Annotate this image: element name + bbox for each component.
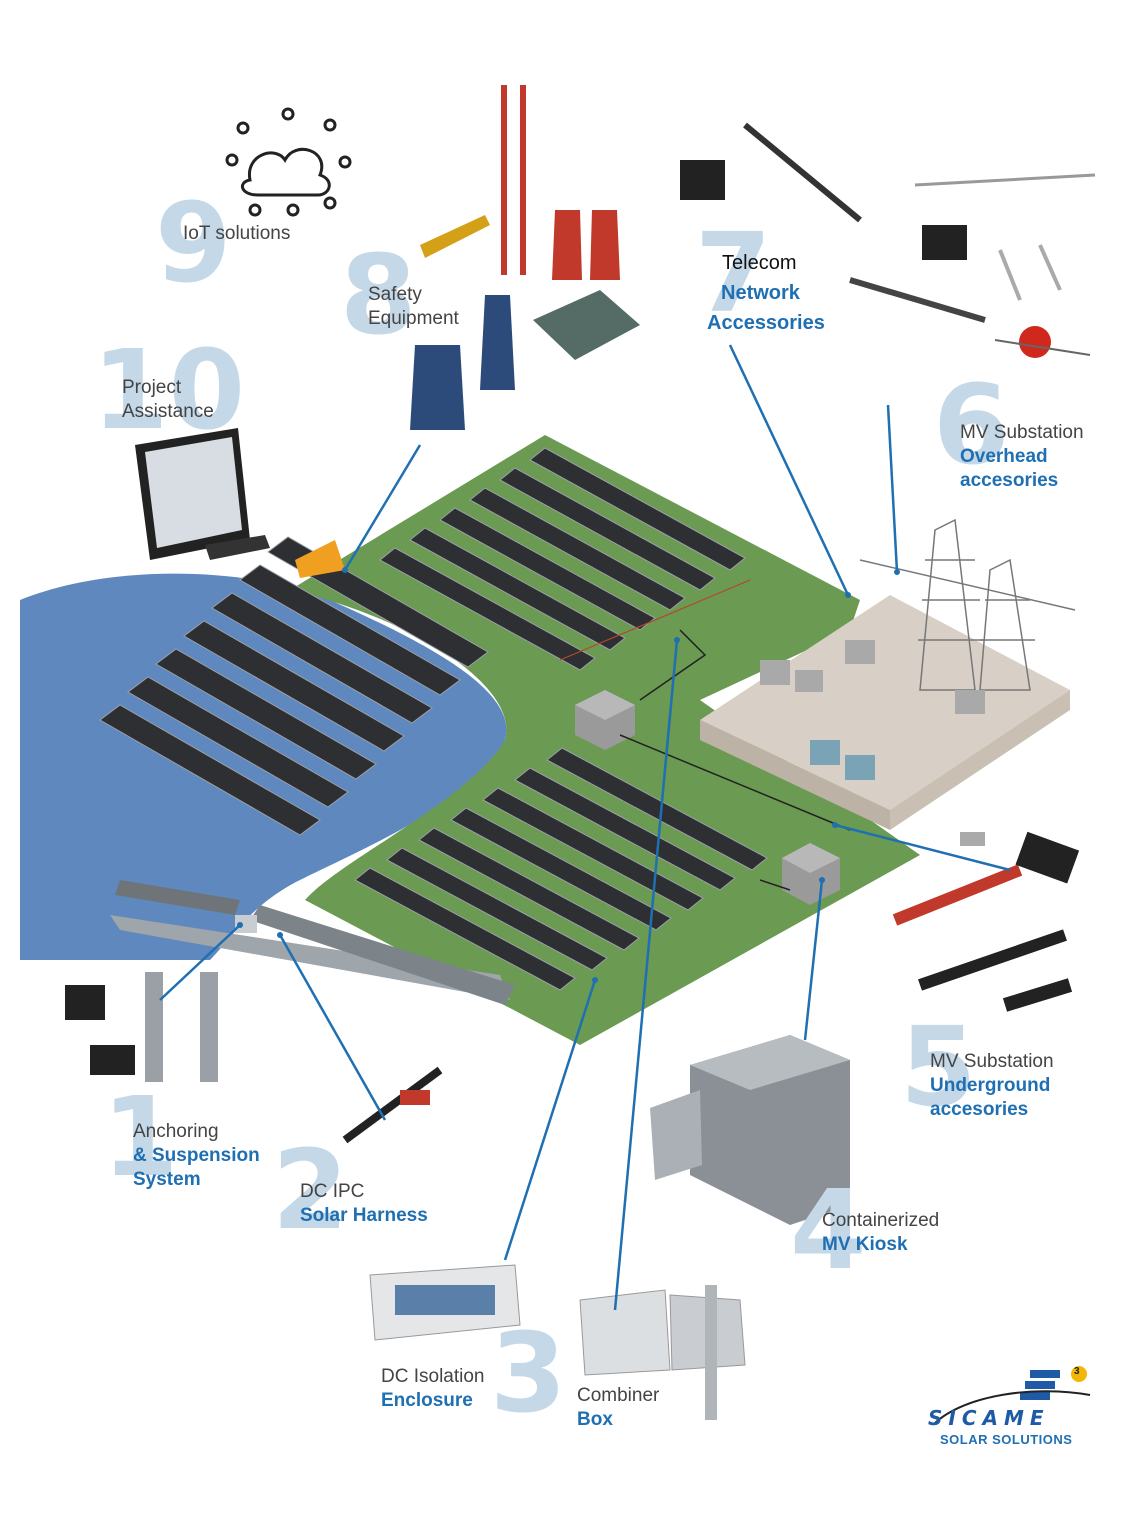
harness-illustration xyxy=(342,1066,443,1144)
floating-panel-row xyxy=(183,620,405,752)
number-9: 9 xyxy=(155,179,232,307)
label-mv-underground: MV Substation Underground accesories xyxy=(930,1051,1054,1120)
panel-row-lower xyxy=(546,747,768,871)
label-telecom: Telecom Network Accessories xyxy=(707,252,825,334)
label-dc-isolation: DC Isolation Enclosure xyxy=(381,1366,485,1411)
floating-panel-row xyxy=(211,592,433,724)
label-combiner: Combiner Box xyxy=(577,1385,660,1430)
panel-row-lower xyxy=(354,867,576,991)
logo-subtitle: SOLAR SOLUTIONS xyxy=(940,1432,1073,1447)
monitor-illustration xyxy=(135,428,345,578)
panel-row-upper xyxy=(469,487,686,611)
panel-row-upper xyxy=(529,447,746,571)
logo-mark: 3 xyxy=(1074,1366,1080,1377)
label-project-assistance: Project Assistance xyxy=(122,377,214,422)
anchoring-illustration xyxy=(65,972,218,1082)
number-3: 3 xyxy=(490,1309,567,1437)
panel-row-upper xyxy=(379,547,596,671)
safety-equipment-illustration xyxy=(410,85,640,430)
enclosure-illustration xyxy=(369,1264,521,1341)
label-mv-overhead: MV Substation Overhead accesories xyxy=(960,422,1084,491)
telecom-accessories-illustration xyxy=(680,122,1096,358)
tracker-structure xyxy=(110,880,515,1005)
sicame-logo xyxy=(934,1366,1091,1424)
number-10: 10 xyxy=(92,326,246,454)
substation-pad xyxy=(700,595,1070,810)
combiner-box-illustration xyxy=(579,1285,746,1420)
floating-panel-row xyxy=(239,564,461,696)
number-8: 8 xyxy=(340,231,417,359)
panel-row-upper xyxy=(409,527,626,651)
iot-cloud-icon xyxy=(225,107,352,217)
label-safety: Safety Equipment xyxy=(368,284,459,329)
number-2: 2 xyxy=(272,1126,349,1254)
floating-panel-row xyxy=(155,648,377,780)
floating-panels xyxy=(99,536,489,836)
floating-panel-row xyxy=(127,676,349,808)
number-1: 1 xyxy=(102,1073,179,1201)
panel-row-lower xyxy=(482,787,704,911)
underground-accessories-illustration xyxy=(892,831,1080,1012)
panel-row-upper xyxy=(439,507,656,631)
label-anchoring: Anchoring & Suspension System xyxy=(133,1121,260,1190)
label-kiosk: Containerized MV Kiosk xyxy=(822,1210,940,1255)
panel-row-lower xyxy=(386,847,608,971)
panel-row-upper xyxy=(499,467,716,591)
floating-panel-row xyxy=(99,704,321,836)
logo-brand: SICAME xyxy=(928,1406,1050,1430)
substation-equipment xyxy=(760,640,985,780)
number-7: 7 xyxy=(695,209,772,337)
callout-lines xyxy=(159,344,1011,1311)
panel-row-lower xyxy=(450,807,672,931)
inverter-box-2 xyxy=(782,843,840,905)
number-5: 5 xyxy=(900,1003,977,1131)
label-dc-ipc: DC IPC Solar Harness xyxy=(300,1181,428,1226)
number-6: 6 xyxy=(933,361,1010,489)
number-4: 4 xyxy=(790,1166,867,1294)
kiosk-illustration xyxy=(650,1035,850,1225)
panel-row-lower xyxy=(514,767,736,891)
label-iot: IoT solutions xyxy=(183,223,291,244)
panel-row-lower xyxy=(418,827,640,951)
